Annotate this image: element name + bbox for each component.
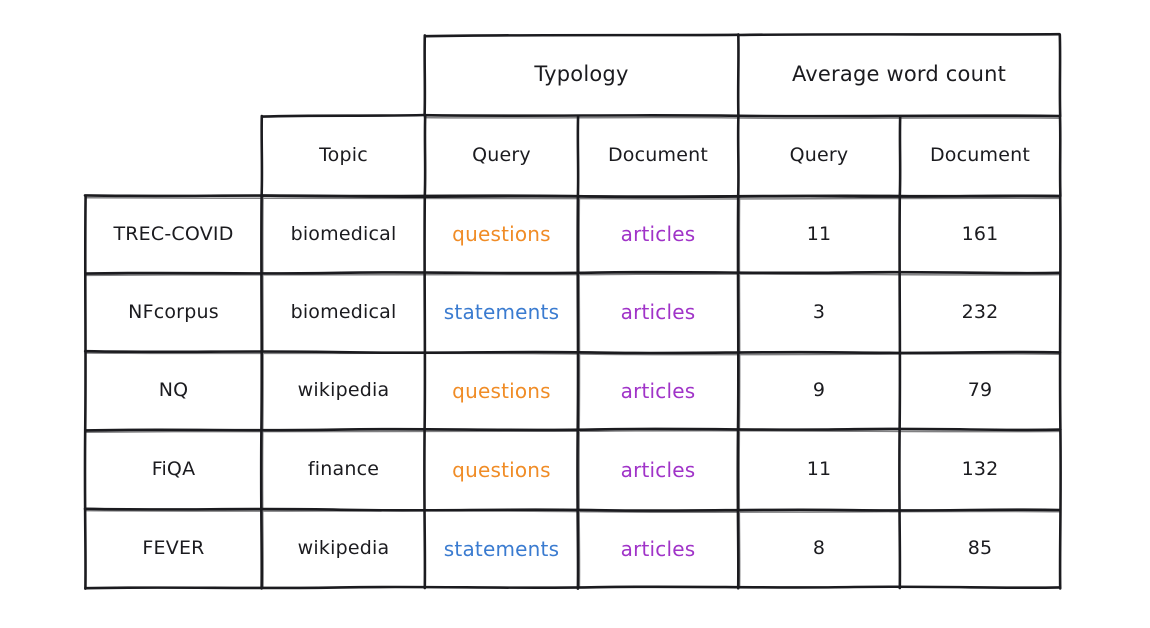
cell-typology-document: articles — [620, 300, 696, 324]
cell-topic: biomedical — [290, 300, 397, 323]
cell-typology-query: questions — [452, 378, 551, 403]
column-header-topic: Topic — [319, 143, 368, 166]
cell-topic: wikipedia — [297, 379, 390, 402]
cell-typology-document: articles — [620, 222, 696, 246]
column-header-avg-document: Document — [929, 143, 1031, 166]
cell-avg-words-document: 161 — [961, 222, 999, 245]
cell-typology-document: articles — [620, 536, 696, 561]
cell-dataset: TREC-COVID — [113, 222, 234, 245]
cell-typology-document: articles — [620, 378, 696, 403]
column-header-typology-query: Query — [472, 143, 531, 166]
cell-avg-words-document: 79 — [967, 379, 993, 402]
cell-avg-words-query: 11 — [806, 222, 832, 245]
column-header-typology-document: Document — [607, 143, 709, 166]
column-header-avg-query: Query — [789, 143, 849, 166]
cell-typology-document: articles — [620, 457, 696, 482]
cell-avg-words-query: 8 — [812, 537, 826, 560]
cell-typology-query: statements — [443, 300, 560, 324]
column-group-typology: Typology — [534, 62, 629, 87]
corner-cell — [85, 115, 262, 195]
cell-dataset: FEVER — [142, 537, 205, 560]
cell-dataset: FiQA — [151, 458, 196, 481]
cell-dataset: NQ — [158, 379, 189, 402]
cell-topic: wikipedia — [297, 537, 390, 560]
cell-avg-words-document: 232 — [961, 300, 999, 323]
column-group-average-word-count: Average word count — [791, 62, 1007, 87]
cell-avg-words-document: 132 — [961, 458, 999, 481]
cell-avg-words-query: 3 — [812, 300, 826, 323]
cell-typology-query: questions — [452, 222, 551, 246]
cell-typology-query: statements — [443, 536, 560, 561]
cell-avg-words-query: 9 — [812, 379, 826, 402]
cell-topic: finance — [307, 458, 380, 481]
cell-dataset: NFcorpus — [128, 300, 219, 323]
cell-topic: biomedical — [290, 222, 397, 245]
cell-avg-words-document: 85 — [967, 537, 993, 560]
cell-avg-words-query: 11 — [806, 458, 832, 481]
cell-typology-query: questions — [452, 457, 551, 482]
